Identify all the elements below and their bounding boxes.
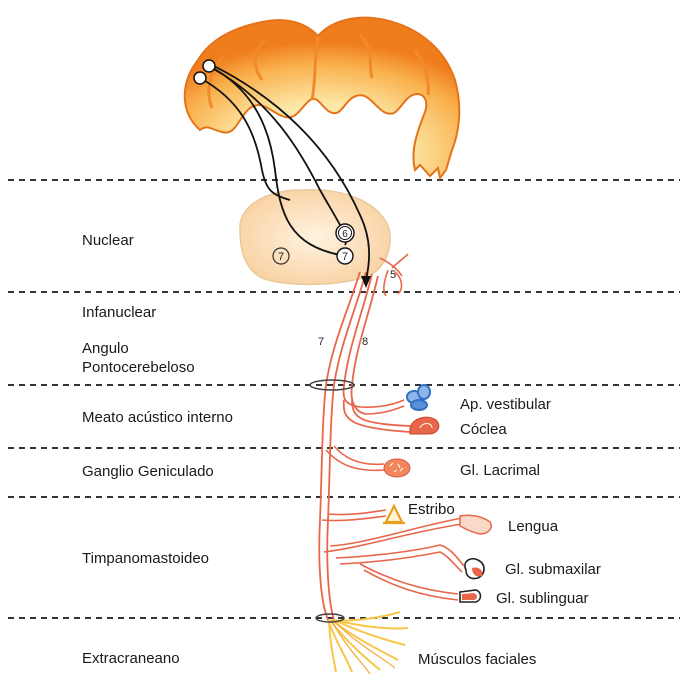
- nucleus-label-7-right: 7: [342, 251, 348, 263]
- lacrimal-branch: [326, 446, 384, 470]
- label-coclea: Cóclea: [460, 421, 507, 438]
- vestibulo-cochlear-branches: [360, 400, 404, 414]
- tongue-icon: [460, 515, 491, 534]
- label-ap-vestibular: Ap. vestibular: [460, 396, 551, 413]
- label-nuclear: Nuclear: [82, 232, 134, 249]
- label-gl-submaxilar: Gl. submaxilar: [505, 561, 601, 578]
- label-angulo: Angulo: [82, 340, 129, 357]
- stapes-icon: [383, 506, 405, 523]
- nerve-label-7: 7: [318, 336, 324, 348]
- label-lengua: Lengua: [508, 518, 558, 535]
- label-gl-lacrimal: Gl. Lacrimal: [460, 462, 540, 479]
- label-musculos-faciales: Músculos faciales: [418, 651, 536, 668]
- sublingual-gland-icon: [460, 590, 481, 602]
- nucleus-label-6: 6: [342, 229, 348, 240]
- lacrimal-gland-icon: [384, 459, 410, 477]
- label-infanuclear: Infanuclear: [82, 304, 156, 321]
- label-timpanomastoideo: Timpanomastoideo: [82, 550, 209, 567]
- nerve-label-8: 8: [362, 336, 368, 348]
- submaxillary-gland-icon: [465, 559, 484, 579]
- label-ganglio: Ganglio Geniculado: [82, 463, 214, 480]
- brain-cortex: [185, 18, 460, 178]
- label-extracraneano: Extracraneano: [82, 650, 180, 667]
- cochlea-icon: [410, 417, 439, 434]
- cortical-neuron-2: [194, 72, 206, 84]
- vestibular-apparatus-icon: [407, 385, 430, 410]
- label-gl-sublinguar: Gl. sublinguar: [496, 590, 589, 607]
- cortical-neuron-1: [203, 60, 215, 72]
- nerve-trunks: [319, 272, 410, 620]
- label-estribo: Estribo: [408, 501, 455, 518]
- nerve-label-5: 5: [390, 269, 396, 281]
- label-meato: Meato acústico interno: [82, 409, 233, 426]
- label-pontocerebeloso: Pontocerebeloso: [82, 359, 195, 376]
- nucleus-label-7-left: 7: [278, 251, 284, 263]
